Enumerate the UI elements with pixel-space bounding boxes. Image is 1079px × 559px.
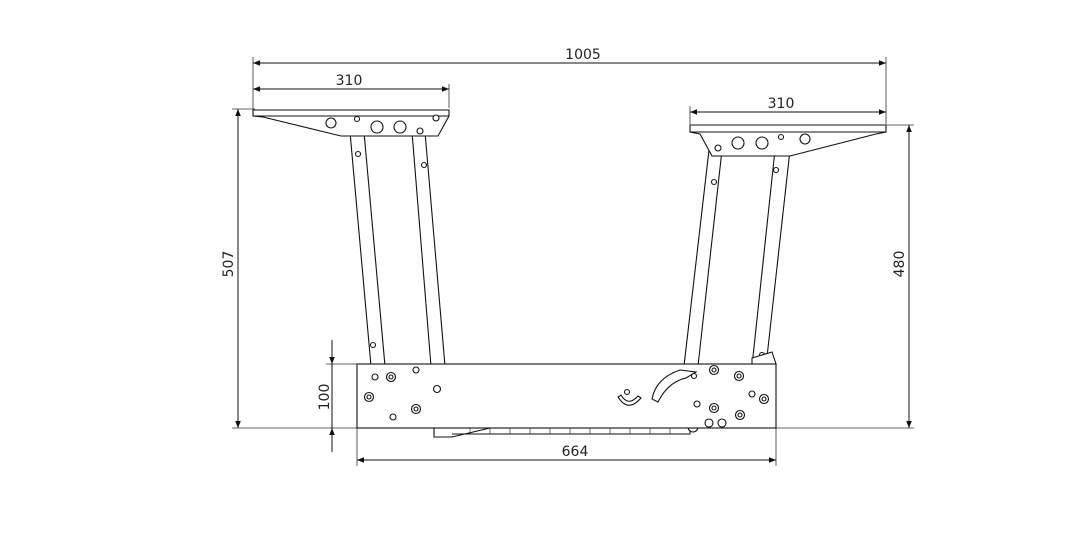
base-hole [704, 418, 714, 428]
spring-coils [469, 428, 671, 434]
left-arm-hole [369, 341, 377, 349]
base-hole [413, 406, 419, 412]
dimension-label-left-height: 507 [221, 251, 237, 278]
base-hole [748, 390, 756, 398]
left-rear-arm [349, 131, 386, 367]
dimension-right-height: 480 [776, 124, 914, 429]
base-hole [711, 367, 717, 373]
base-hole [432, 384, 442, 394]
left-plate-hole [432, 114, 440, 122]
dimension-label-base-height: 100 [317, 384, 333, 411]
base-hole [690, 372, 698, 380]
dimension-label-right-plate-width: 310 [768, 96, 795, 112]
left-arm-hole [354, 150, 362, 158]
base-hole [693, 400, 701, 408]
dimension-label-base-width: 664 [562, 444, 589, 460]
left-arm-assembly [252, 109, 450, 367]
left-plate-hole [416, 127, 424, 135]
right-plate-hole [777, 133, 785, 141]
dimension-base-height: 100 [317, 340, 357, 452]
base-hole [366, 394, 372, 400]
left-plate-hole [370, 120, 384, 134]
base-hole [761, 396, 767, 402]
left-plate-hole [393, 120, 407, 134]
spring-clip [433, 427, 491, 438]
base-hole [737, 412, 743, 418]
left-front-arm [411, 131, 446, 367]
right-arm-assembly [683, 124, 887, 367]
right-plate-hole [714, 144, 722, 152]
dimension-base-width: 664 [356, 428, 777, 466]
right-top-plate [689, 124, 887, 157]
base-curved-slot [617, 394, 642, 406]
right-arm-hole [710, 178, 718, 186]
base-hole [711, 405, 717, 411]
base-hole [371, 373, 379, 381]
dimension-label-right-height: 480 [892, 251, 908, 278]
base-bracket [356, 351, 777, 438]
base-hole [623, 388, 631, 396]
left-plate-hole [325, 117, 337, 129]
right-plate-hole [799, 133, 811, 145]
right-plate-hole [755, 136, 769, 150]
base-hole [736, 373, 742, 379]
base-hole [717, 418, 727, 428]
dimension-label-left-plate-width: 310 [336, 73, 363, 89]
base-plate [356, 363, 777, 429]
dimension-left-height: 507 [221, 108, 357, 429]
left-plate-hole [353, 115, 361, 123]
dimension-overall-width: 1005 [252, 47, 887, 124]
base-hole [389, 413, 397, 421]
right-plate-hole [731, 136, 745, 150]
base-cam-slot [651, 369, 698, 403]
right-front-arm [751, 149, 791, 367]
dimension-label-overall-width: 1005 [565, 47, 601, 63]
base-hole [412, 366, 420, 374]
dimension-left-plate-width: 310 [253, 73, 450, 108]
left-arm-hole [420, 161, 428, 169]
right-arm-hole [772, 166, 780, 174]
base-hole [388, 374, 394, 380]
dimension-right-plate-width: 310 [689, 96, 886, 124]
